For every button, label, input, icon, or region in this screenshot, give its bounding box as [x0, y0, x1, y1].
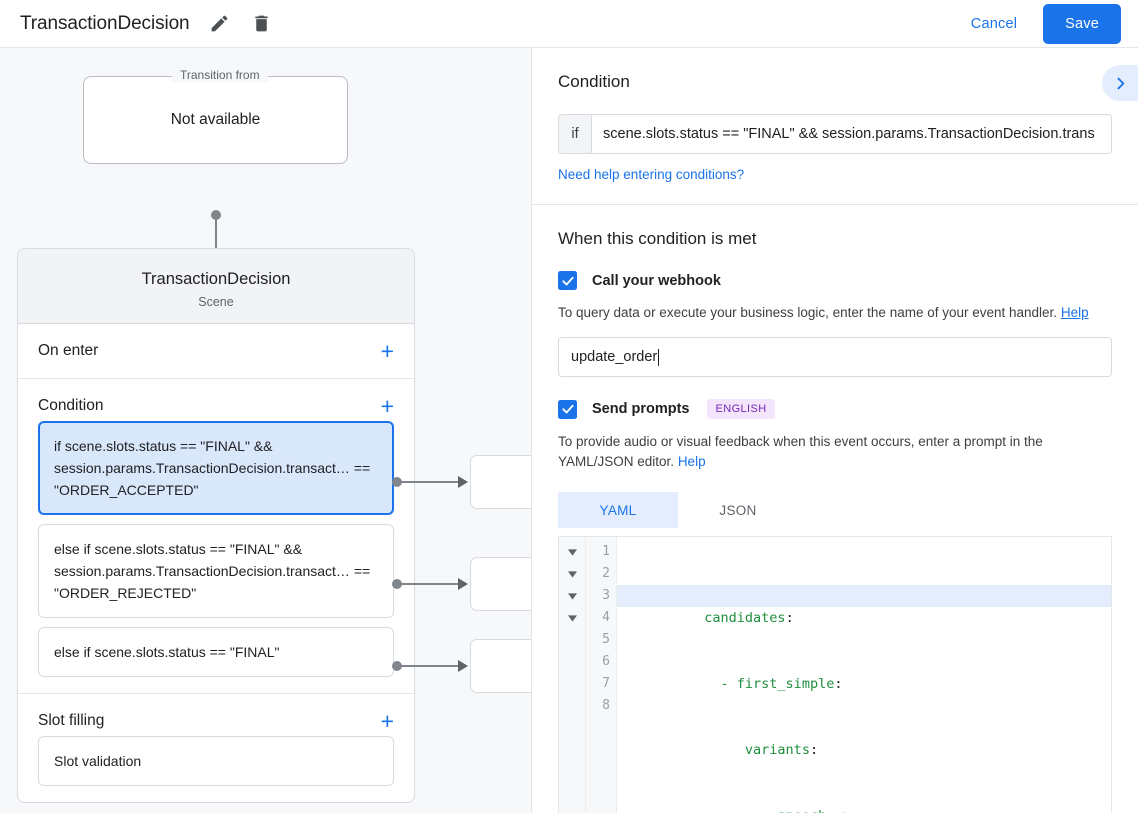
yaml-key: - speech — [704, 808, 826, 813]
code-line: - first_simple: — [617, 651, 1111, 692]
line-number: 6 — [602, 654, 610, 669]
scene-graph-canvas[interactable]: Not available Transition from Transactio… — [0, 48, 531, 813]
line-number: 8 — [602, 698, 610, 713]
panel-condition-section: Condition if scene.slots.status == "FINA… — [532, 48, 1138, 205]
condition-0-arrow-head — [458, 476, 468, 488]
line-number: 1 — [602, 544, 610, 559]
add-slot-filling-button[interactable]: + — [380, 708, 394, 734]
chevron-right-icon[interactable] — [1102, 65, 1138, 101]
condition-list: if scene.slots.status == "FINAL" && sess… — [18, 421, 414, 693]
section-title-slot-filling: Slot filling — [38, 712, 105, 729]
condition-card-0[interactable]: if scene.slots.status == "FINAL" && sess… — [38, 421, 394, 515]
call-webhook-label: Call your webhook — [592, 272, 721, 289]
editor-tabs: YAML JSON — [558, 492, 1112, 528]
call-webhook-checkbox[interactable] — [558, 271, 577, 290]
code-content[interactable]: candidates: - first_simple: variants: - … — [617, 537, 1111, 813]
condition-input[interactable]: scene.slots.status == "FINAL" && session… — [592, 115, 1111, 153]
slot-filling-list: Slot validation — [18, 736, 414, 802]
webhook-help-text: To query data or execute your business l… — [558, 303, 1112, 323]
fold-caret-2[interactable] — [559, 563, 585, 585]
prompts-help-sentence: To provide audio or visual feedback when… — [558, 434, 1043, 469]
trash-icon[interactable] — [250, 12, 274, 36]
section-slot-filling: Slot filling + Slot validation — [18, 694, 414, 802]
scene-subtitle: Scene — [198, 295, 234, 309]
condition-card-1[interactable]: else if scene.slots.status == "FINAL" &&… — [38, 524, 394, 618]
webhook-help-link[interactable]: Help — [1060, 305, 1089, 320]
yaml-key: candidates — [704, 610, 786, 626]
section-condition: Condition + if scene.slots.status == "FI… — [18, 379, 414, 694]
fold-caret-1[interactable] — [559, 541, 585, 563]
scene-card: TransactionDecision Scene On enter + Con… — [17, 248, 415, 803]
pencil-icon[interactable] — [208, 12, 232, 36]
condition-1-arrow-head — [458, 578, 468, 590]
send-prompts-label: Send prompts — [592, 401, 690, 417]
add-on-enter-button[interactable]: + — [380, 338, 394, 364]
language-badge: ENGLISH — [707, 399, 775, 419]
condition-2-edge — [397, 665, 460, 667]
prompts-help-link[interactable]: Help — [677, 454, 706, 469]
details-panel: Condition if scene.slots.status == "FINA… — [531, 48, 1138, 813]
line-number-gutter: 1 2 3 4 5 6 7 8 — [586, 537, 617, 813]
send-prompts-checkbox[interactable] — [558, 399, 577, 419]
save-button[interactable]: Save — [1043, 3, 1121, 44]
line-number: 5 — [602, 632, 610, 647]
page-title: TransactionDecision — [20, 12, 190, 34]
line-number: 3 — [602, 588, 610, 603]
transition-target-box-0[interactable] — [470, 455, 531, 509]
add-condition-button[interactable]: + — [380, 393, 394, 419]
cancel-button[interactable]: Cancel — [959, 8, 1029, 40]
tab-yaml[interactable]: YAML — [558, 492, 678, 528]
webhook-help-sentence: To query data or execute your business l… — [558, 305, 1058, 320]
line-number: 7 — [602, 676, 610, 691]
scene-title: TransactionDecision — [141, 270, 291, 288]
slot-validation-card[interactable]: Slot validation — [38, 736, 394, 786]
section-title-on-enter: On enter — [38, 342, 99, 359]
top-bar-actions: Cancel Save — [959, 3, 1138, 44]
prompts-help-text: To provide audio or visual feedback when… — [558, 432, 1112, 472]
call-webhook-row: Call your webhook — [558, 271, 1112, 290]
condition-help-link[interactable]: Need help entering conditions? — [558, 167, 745, 182]
section-on-enter: On enter + — [18, 324, 414, 379]
fold-gutter — [559, 537, 586, 813]
line-number: 2 — [602, 566, 610, 581]
yaml-punc: : — [785, 610, 794, 626]
fold-caret-4[interactable] — [559, 607, 585, 629]
panel-when-met-section: When this condition is met Call your web… — [532, 205, 1138, 813]
condition-if-prefix: if — [559, 115, 592, 153]
code-line: - speech: >- — [617, 783, 1111, 813]
condition-2-arrow-head — [458, 660, 468, 672]
condition-0-edge — [397, 481, 460, 483]
code-line: candidates: — [617, 585, 1111, 626]
yaml-key: variants — [704, 742, 810, 758]
transition-from-label: Not available — [170, 111, 261, 128]
yaml-punc: : >- — [826, 808, 859, 813]
webhook-handler-value: update_order — [571, 349, 658, 365]
when-condition-met-heading: When this condition is met — [558, 229, 757, 248]
code-line: variants: — [617, 717, 1111, 758]
condition-card-2[interactable]: else if scene.slots.status == "FINAL" — [38, 627, 394, 677]
panel-condition-heading: Condition — [558, 72, 630, 91]
top-bar: TransactionDecision Cancel Save — [0, 0, 1138, 48]
transition-target-box-1[interactable] — [470, 557, 531, 611]
connector-line — [215, 215, 217, 263]
text-caret — [658, 348, 660, 366]
fold-caret-3[interactable] — [559, 585, 585, 607]
line-number: 4 — [602, 610, 610, 625]
transition-target-box-2[interactable] — [470, 639, 531, 693]
yaml-code-editor[interactable]: 1 2 3 4 5 6 7 8 candidates: - first_simp… — [558, 536, 1112, 813]
scene-card-header: TransactionDecision Scene — [18, 249, 414, 324]
transition-from-box: Not available — [83, 76, 348, 164]
condition-1-edge — [397, 583, 460, 585]
tab-json[interactable]: JSON — [719, 502, 757, 518]
yaml-punc: : — [834, 676, 843, 692]
yaml-key: - first_simple — [704, 676, 835, 692]
transition-from-legend: Transition from — [172, 68, 268, 82]
section-title-condition: Condition — [38, 397, 104, 414]
webhook-handler-input[interactable]: update_order — [558, 337, 1112, 377]
send-prompts-row: Send prompts ENGLISH — [558, 399, 1112, 419]
yaml-punc: : — [809, 742, 819, 758]
condition-input-row[interactable]: if scene.slots.status == "FINAL" && sess… — [558, 114, 1112, 154]
